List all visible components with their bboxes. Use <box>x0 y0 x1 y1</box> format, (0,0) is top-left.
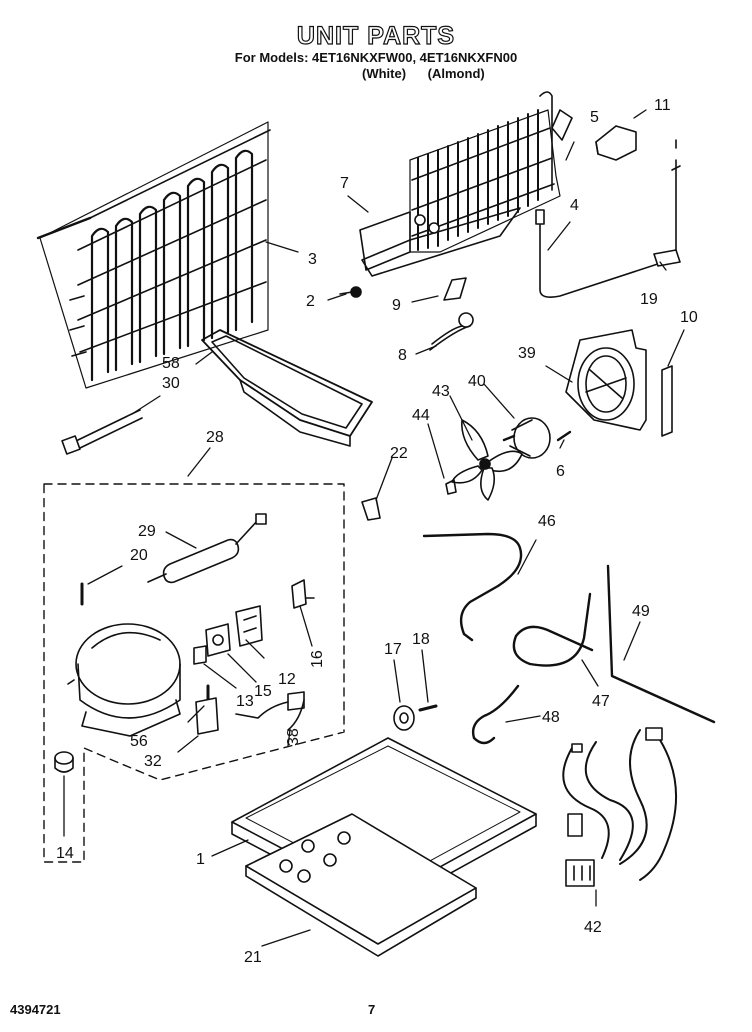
bracket-16 <box>291 579 315 609</box>
callout-8: 8 <box>398 347 407 364</box>
callout-2: 2 <box>306 293 315 310</box>
leader-lines <box>63 109 685 947</box>
compressor-kit-boundary <box>43 483 345 863</box>
callout-7: 7 <box>340 175 349 192</box>
screw-6 <box>556 430 572 442</box>
variant-white: (White) <box>362 66 407 81</box>
compressor <box>67 623 181 737</box>
callout-3: 3 <box>308 251 317 268</box>
callout-13: 13 <box>236 693 254 710</box>
callout-10: 10 <box>680 309 698 326</box>
page-title: UNIT PARTS <box>296 21 456 50</box>
callout-39: 39 <box>518 345 536 362</box>
drain-pan <box>201 329 373 447</box>
condenser-coil <box>36 121 271 389</box>
models-line: For Models: 4ET16NKXFW00, 4ET16NKXFN00 <box>234 50 518 65</box>
callout-56: 56 <box>130 733 148 750</box>
callout-48: 48 <box>542 709 560 726</box>
callout-17: 17 <box>384 641 402 658</box>
evaporator <box>359 91 561 277</box>
callout-29: 29 <box>138 523 156 540</box>
callout-40: 40 <box>468 373 486 390</box>
clip-44 <box>445 479 457 495</box>
callout-12: 12 <box>278 671 296 688</box>
thermostat-5 <box>551 109 573 141</box>
callout-21: 21 <box>244 949 262 966</box>
callout-6: 6 <box>556 463 565 480</box>
power-harness <box>235 691 305 731</box>
capacitor <box>195 697 219 735</box>
callout-38: 38 <box>285 728 302 746</box>
tube-48 <box>471 684 520 745</box>
callout-9: 9 <box>392 297 401 314</box>
gasket-10 <box>661 365 673 437</box>
callout-5: 5 <box>590 109 599 126</box>
callout-14: 14 <box>56 845 74 862</box>
callout-4: 4 <box>570 197 579 214</box>
callout-46: 46 <box>538 513 556 530</box>
callout-30: 30 <box>162 375 180 392</box>
relay-clip <box>193 645 207 665</box>
screw-18 <box>418 704 438 712</box>
clip-22 <box>361 497 381 521</box>
callout-44: 44 <box>412 407 430 424</box>
page-number: 7 <box>368 1002 376 1017</box>
tube-46 <box>422 532 523 642</box>
callout-28: 28 <box>206 429 224 446</box>
wire-tie <box>61 409 143 455</box>
tube-49 <box>606 564 716 724</box>
wiring-harness <box>562 727 678 887</box>
fan-motor <box>502 417 551 459</box>
callout-47: 47 <box>592 693 610 710</box>
callout-43: 43 <box>432 383 450 400</box>
callout-22: 22 <box>390 445 408 462</box>
callout-19: 19 <box>640 291 658 308</box>
color-variants: (White) (Almond) <box>362 66 503 81</box>
variant-almond: (Almond) <box>427 66 485 81</box>
callout-42: 42 <box>584 919 602 936</box>
screw-2 <box>339 286 362 298</box>
harness-4 <box>535 139 681 298</box>
tube-47 <box>512 592 594 667</box>
bottom-cover <box>245 813 477 957</box>
fan-blade <box>451 419 523 501</box>
grommet-17 <box>393 705 415 731</box>
callout-20: 20 <box>130 547 148 564</box>
callout-18: 18 <box>412 631 430 648</box>
drier <box>147 513 267 584</box>
callout-49: 49 <box>632 603 650 620</box>
start-relay <box>235 605 263 647</box>
grommet <box>54 751 74 773</box>
document-number: 4394721 <box>10 1002 61 1017</box>
clip-9 <box>443 277 467 301</box>
callout-1: 1 <box>196 851 205 868</box>
callout-11: 11 <box>654 97 671 114</box>
callout-16: 16 <box>309 650 326 668</box>
overload-protector <box>205 623 231 657</box>
callout-32: 32 <box>144 753 162 770</box>
cover-11 <box>595 125 637 161</box>
connector-19 <box>653 249 681 267</box>
heater-8 <box>429 312 474 351</box>
callout-15: 15 <box>254 683 272 700</box>
fan-shroud <box>565 329 647 431</box>
callout-58: 58 <box>162 355 180 372</box>
callout-numbers: 5 11 7 4 3 2 9 19 10 8 39 58 30 43 40 44… <box>56 97 698 966</box>
